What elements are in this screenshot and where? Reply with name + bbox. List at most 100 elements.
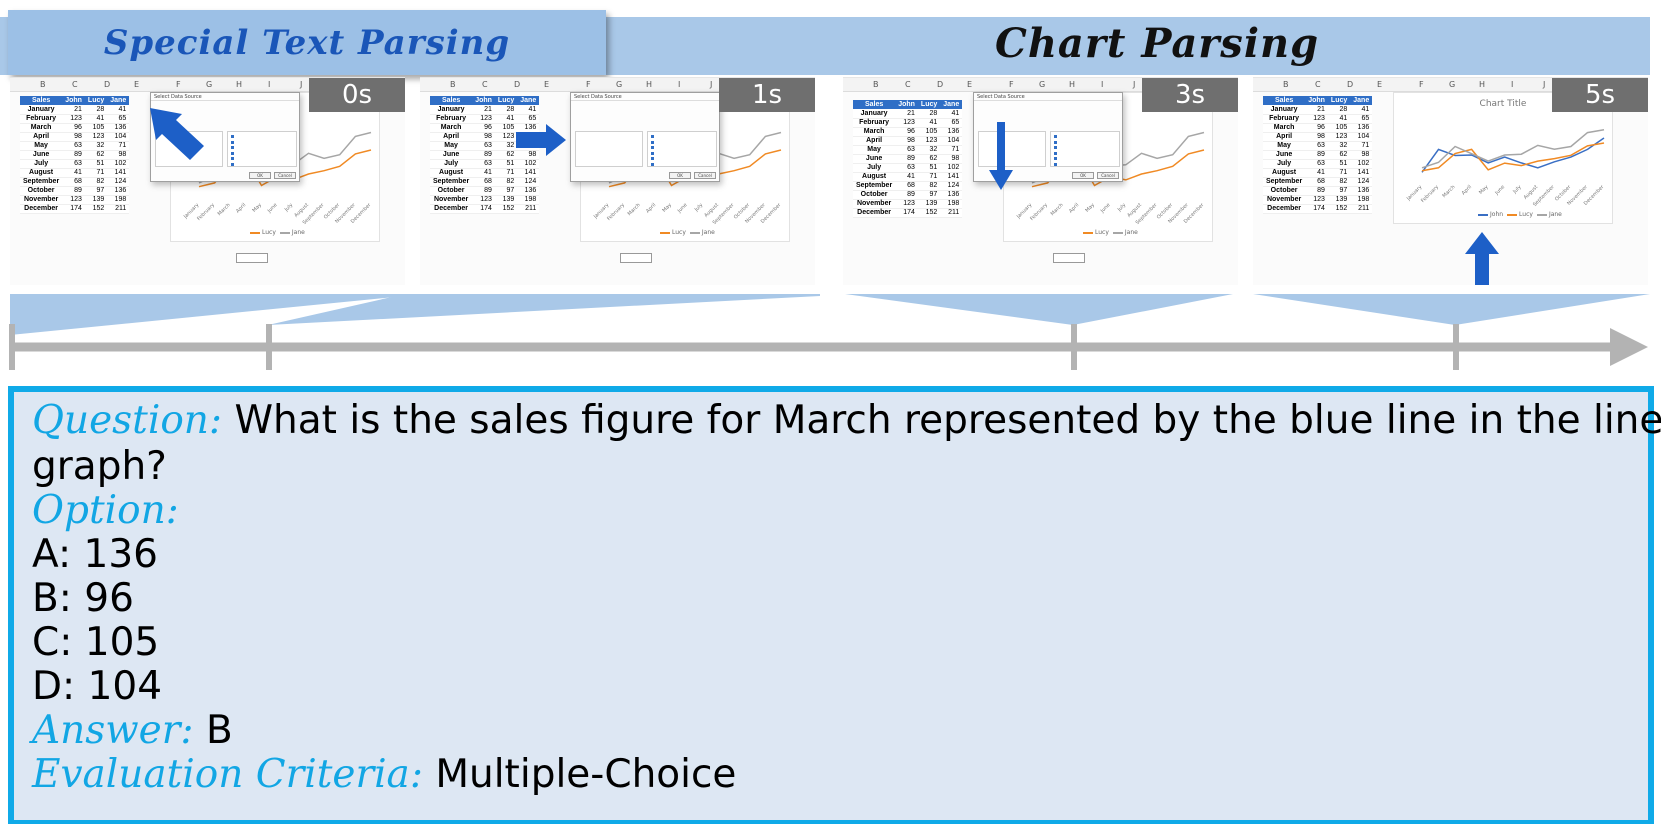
month-cell: January bbox=[20, 105, 63, 115]
legend-entries-pane[interactable] bbox=[575, 131, 643, 167]
axis-labels-pane[interactable] bbox=[647, 131, 717, 167]
frame-2: BCDEFGHIJKLMSalesJohnLucyJaneJanuary2128… bbox=[843, 77, 1238, 285]
column-letter: D bbox=[1347, 80, 1354, 89]
checkbox-icon[interactable] bbox=[651, 135, 654, 138]
column-letter: F bbox=[586, 80, 591, 89]
month-cell: April bbox=[853, 136, 896, 146]
value-cell: 96 bbox=[1305, 123, 1328, 133]
value-cell: 124 bbox=[107, 177, 130, 187]
month-cell: May bbox=[1263, 141, 1306, 151]
dialog-ok-button[interactable]: OK bbox=[1072, 172, 1094, 179]
value-cell: 63 bbox=[1305, 141, 1328, 151]
axis-labels-pane[interactable] bbox=[1050, 131, 1120, 167]
checkbox-icon[interactable] bbox=[1054, 140, 1057, 144]
month-cell: April bbox=[430, 132, 473, 142]
dialog-cancel-button[interactable]: Cancel bbox=[1097, 172, 1119, 179]
value-cell: 98 bbox=[62, 132, 85, 142]
frame-0: BCDEFGHIJKLMSalesJohnLucyJaneJanuary2128… bbox=[10, 77, 405, 285]
value-cell: 198 bbox=[517, 195, 540, 205]
dialog-ok-button[interactable]: OK bbox=[669, 172, 691, 179]
month-cell: May bbox=[430, 141, 473, 151]
checkbox-icon[interactable] bbox=[231, 151, 234, 155]
selected-cell[interactable] bbox=[620, 253, 652, 263]
checkbox-icon[interactable] bbox=[651, 162, 654, 166]
value-cell: 123 bbox=[494, 132, 518, 142]
value-cell: 211 bbox=[107, 204, 130, 214]
value-cell: 71 bbox=[1350, 141, 1373, 151]
legend-label: Lucy bbox=[262, 229, 276, 236]
checkbox-icon[interactable] bbox=[231, 146, 234, 149]
frame-3: BCDEFGHIJKLMSalesJohnLucyJaneJanuary2128… bbox=[1253, 77, 1648, 285]
answer-label: Answer: bbox=[32, 708, 194, 753]
legend-label: Jane bbox=[1124, 229, 1138, 236]
value-cell: 141 bbox=[107, 168, 130, 178]
arrow-shape bbox=[516, 124, 566, 156]
table-header-cell: John bbox=[62, 96, 85, 105]
timeline-arrowhead bbox=[1610, 328, 1648, 366]
value-cell: 41 bbox=[62, 168, 85, 178]
value-cell: 89 bbox=[472, 186, 495, 196]
checkbox-icon[interactable] bbox=[651, 140, 654, 144]
checkbox-icon[interactable] bbox=[231, 157, 234, 160]
selected-cell[interactable] bbox=[236, 253, 268, 263]
checkbox-icon[interactable] bbox=[231, 140, 234, 144]
month-cell: December bbox=[430, 204, 473, 214]
value-cell: 63 bbox=[1305, 159, 1328, 169]
timestamp-badge: 5s bbox=[1552, 78, 1648, 112]
dialog-ok-button[interactable]: OK bbox=[249, 172, 271, 179]
chart-parsing-heading: Chart Parsing bbox=[995, 20, 1320, 67]
column-letter: J bbox=[1543, 80, 1546, 89]
checkbox-icon[interactable] bbox=[1054, 162, 1057, 166]
checkbox-icon[interactable] bbox=[231, 135, 234, 138]
special-text-parsing-label: Special Text Parsing bbox=[103, 22, 511, 63]
table-header-cell: Sales bbox=[853, 100, 896, 109]
criteria-line: Evaluation Criteria: Multiple-Choice bbox=[32, 752, 736, 797]
pointer-arrow-icon bbox=[1465, 232, 1499, 285]
value-cell: 21 bbox=[1305, 105, 1328, 115]
month-cell: March bbox=[1263, 123, 1306, 133]
timestamp-badge: 0s bbox=[309, 78, 405, 112]
value-cell: 136 bbox=[107, 186, 130, 196]
dialog-cancel-button[interactable]: Cancel bbox=[274, 172, 296, 179]
checkbox-icon[interactable] bbox=[1054, 151, 1057, 155]
value-cell: 139 bbox=[917, 199, 941, 209]
month-cell: May bbox=[20, 141, 63, 151]
legend-entries-pane[interactable] bbox=[978, 131, 1046, 167]
column-letter: E bbox=[134, 80, 140, 89]
x-tick-label: July bbox=[1116, 202, 1127, 213]
value-cell: 97 bbox=[494, 186, 518, 196]
legend-label: Lucy bbox=[1519, 211, 1533, 218]
timestamp-badge: 1s bbox=[719, 78, 815, 112]
dialog-cancel-button[interactable]: Cancel bbox=[694, 172, 716, 179]
checkbox-icon[interactable] bbox=[651, 151, 654, 155]
table-header-cell: Jane bbox=[107, 96, 130, 105]
month-cell: March bbox=[430, 123, 473, 133]
value-cell: 211 bbox=[1350, 204, 1373, 214]
month-cell: December bbox=[20, 204, 63, 214]
checkbox-icon[interactable] bbox=[651, 157, 654, 160]
answer-line: Answer: B bbox=[32, 708, 233, 753]
checkbox-icon[interactable] bbox=[1054, 146, 1057, 149]
checkbox-icon[interactable] bbox=[231, 162, 234, 166]
value-cell: 136 bbox=[940, 190, 963, 200]
checkbox-icon[interactable] bbox=[651, 146, 654, 149]
checkbox-icon[interactable] bbox=[1054, 157, 1057, 160]
value-cell: 21 bbox=[472, 105, 495, 115]
axis-labels-pane[interactable] bbox=[227, 131, 297, 167]
month-cell: April bbox=[20, 132, 63, 142]
legend-label: Jane bbox=[701, 229, 715, 236]
checkbox-icon[interactable] bbox=[1054, 135, 1057, 138]
selected-cell[interactable] bbox=[1053, 253, 1085, 263]
